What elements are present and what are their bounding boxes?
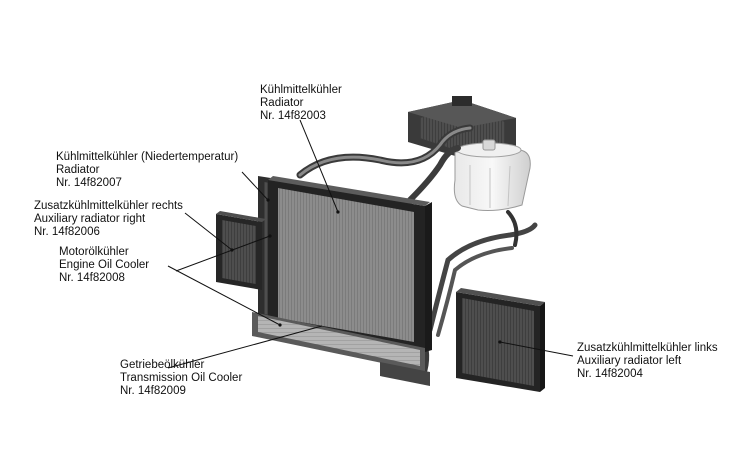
callout-low-temp-radiator-name-de: Kühlmittelkühler (Niedertemperatur): [56, 151, 239, 163]
callout-aux-radiator-left-name-de: Zusatzkühlmittelkühler links: [577, 342, 718, 354]
transmission-oil-cooler: [252, 312, 430, 386]
callout-low-temp-radiator-name-en: Radiator: [56, 164, 100, 176]
leader-lines: [167, 119, 574, 369]
callout-low-temp-radiator: Kühlmittelkühler (Niedertemperatur) Radi…: [56, 151, 238, 190]
callout-engine-oil-cooler-name-en: Engine Oil Cooler: [59, 259, 150, 271]
callout-transmission-oil-cooler-name-de: Getriebeölkühler: [120, 359, 205, 371]
callout-engine-oil-cooler: Motorölkühler Engine Oil Cooler Nr. 14f8…: [59, 246, 149, 285]
main-radiator: [268, 176, 432, 352]
aux-radiator-left: [456, 288, 545, 392]
callout-low-temp-radiator-part-number: Nr. 14f82007: [56, 177, 122, 189]
callout-transmission-oil-cooler-name-en: Transmission Oil Cooler: [120, 372, 243, 384]
callout-aux-radiator-left-part-number: Nr. 14f82004: [577, 368, 643, 380]
callout-transmission-oil-cooler: Getriebeölkühler Transmission Oil Cooler…: [120, 359, 242, 398]
callout-radiator-name-en: Radiator: [260, 97, 304, 109]
callout-engine-oil-cooler-name-de: Motorölkühler: [59, 246, 129, 258]
callout-aux-radiator-left: Zusatzkühlmittelkühler links Auxiliary r…: [577, 342, 718, 381]
callout-aux-radiator-right-name-en: Auxiliary radiator right: [34, 213, 146, 225]
aux-radiator-right: [216, 211, 266, 290]
callout-aux-radiator-left-name-en: Auxiliary radiator left: [577, 355, 682, 367]
callout-engine-oil-cooler-part-number: Nr. 14f82008: [59, 272, 125, 284]
callout-aux-radiator-right-name-de: Zusatzkühlmittelkühler rechts: [34, 200, 183, 212]
callout-transmission-oil-cooler-part-number: Nr. 14f82009: [120, 385, 186, 397]
leader-dots: [230, 198, 502, 344]
callout-radiator: Kühlmittelkühler Radiator Nr. 14f82003: [260, 84, 342, 123]
expansion-tank: [453, 139, 531, 211]
callout-aux-radiator-right: Zusatzkühlmittelkühler rechts Auxiliary …: [34, 200, 183, 239]
callout-aux-radiator-right-part-number: Nr. 14f82006: [34, 226, 100, 238]
callout-radiator-name-de: Kühlmittelkühler: [260, 84, 342, 96]
callout-radiator-part-number: Nr. 14f82003: [260, 110, 326, 122]
